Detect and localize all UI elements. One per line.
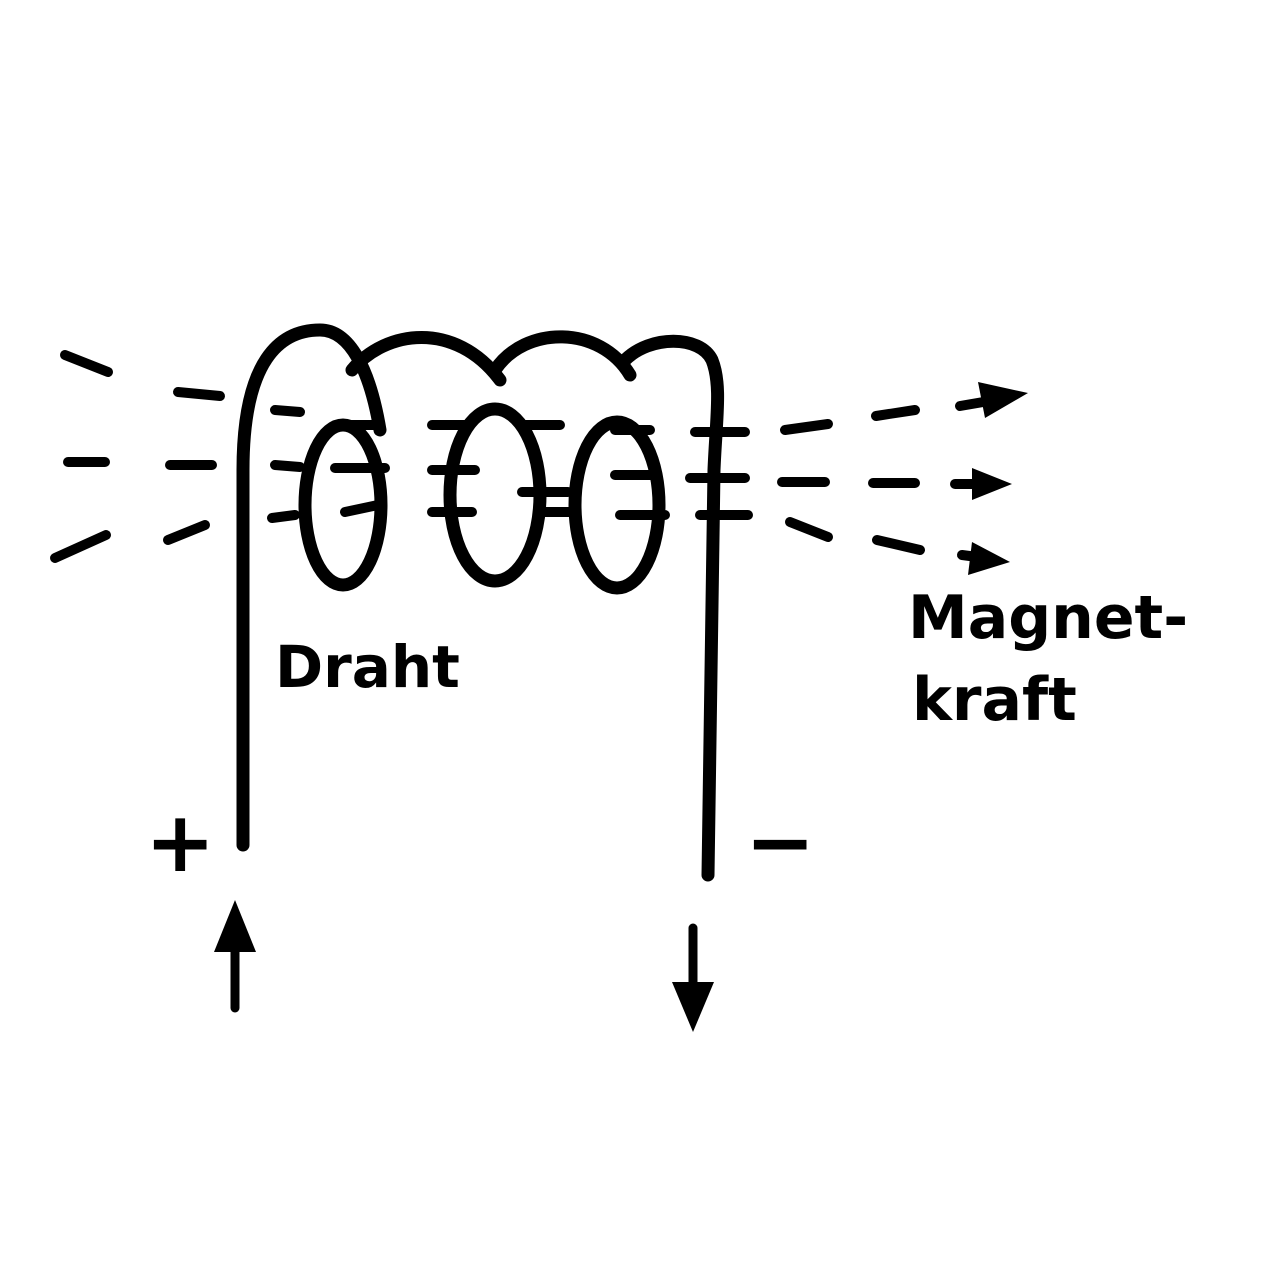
field-dash bbox=[780, 419, 833, 435]
right-wire bbox=[618, 334, 725, 882]
arrow-up-icon bbox=[214, 900, 256, 952]
field-dash bbox=[785, 517, 833, 542]
field-dash bbox=[163, 520, 210, 545]
positive-terminal-label: + bbox=[145, 793, 216, 891]
field-dash bbox=[50, 530, 111, 563]
arrowhead-icon bbox=[968, 542, 1010, 575]
magnetic-force-label-line2: kraft bbox=[912, 665, 1077, 735]
left-wire bbox=[236, 323, 387, 852]
wire-label: Draht bbox=[275, 633, 460, 701]
wire bbox=[236, 323, 725, 882]
coil-loop-3 bbox=[568, 415, 666, 595]
field-arrowheads bbox=[968, 382, 1028, 575]
field-lines bbox=[50, 350, 1000, 563]
negative-terminal-label: − bbox=[745, 793, 816, 891]
current-arrows bbox=[214, 900, 714, 1032]
field-dash bbox=[872, 535, 925, 555]
field-dash bbox=[871, 405, 920, 421]
arrowhead-icon bbox=[972, 468, 1012, 500]
arrow-down-icon bbox=[672, 982, 714, 1032]
inner-dashes bbox=[267, 405, 753, 523]
arrowhead-icon bbox=[978, 382, 1028, 418]
top-arc-2 bbox=[345, 331, 507, 387]
field-dash bbox=[60, 350, 113, 377]
top-arc-3 bbox=[488, 330, 637, 382]
magnetic-force-label-line1: Magnet- bbox=[908, 583, 1189, 653]
field-dash bbox=[173, 387, 225, 401]
